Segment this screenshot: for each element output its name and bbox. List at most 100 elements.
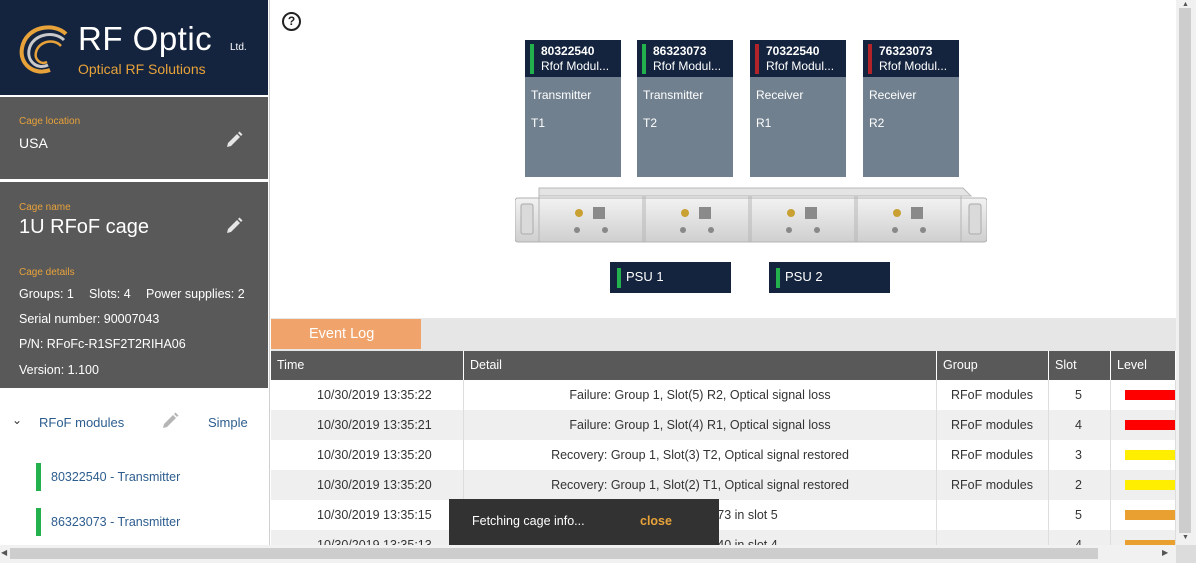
cage-name-panel: Cage name 1U RFoF cage Cage details Grou…: [0, 182, 268, 388]
slot-card-header: 70322540 Rfof Modul...: [750, 40, 846, 77]
slot-card-r2[interactable]: 76323073 Rfof Modul... Receiver R2: [863, 40, 959, 177]
cell-detail: Failure: Group 1, Slot(5) R2, Optical si…: [464, 380, 937, 410]
cage-power-supplies: Power supplies: 2: [146, 287, 245, 301]
slot-serial: 76323073: [879, 44, 933, 58]
logo-swirl-icon: [19, 25, 68, 74]
cell-time: 10/30/2019 13:35:13: [271, 530, 464, 545]
chevron-down-icon[interactable]: ⌄: [12, 413, 23, 427]
column-header-level[interactable]: Level: [1111, 351, 1176, 380]
column-header-time[interactable]: Time: [271, 351, 464, 380]
vertical-scroll-thumb[interactable]: [1179, 8, 1191, 533]
slot-card-t2[interactable]: 86323073 Rfof Modul... Transmitter T2: [637, 40, 733, 177]
brand-title: RF Optic: [78, 20, 213, 57]
column-header-label: Level: [1117, 358, 1147, 372]
level-bar: [1125, 540, 1175, 545]
cage-location-panel: Cage location USA: [0, 97, 268, 179]
horizontal-scrollbar[interactable]: ◀ ▶: [0, 545, 1176, 563]
edit-modules-pencil-icon[interactable]: [160, 411, 180, 436]
psu-label: PSU 2: [785, 269, 823, 284]
slot-code: T1: [531, 116, 546, 130]
cage-details-label: Cage details: [19, 267, 75, 278]
slot-code: R1: [756, 116, 772, 130]
cage-chassis-image: [515, 187, 987, 243]
cell-slot: 5: [1049, 380, 1111, 410]
cage-location-value: USA: [19, 135, 48, 151]
scroll-left-arrow-icon[interactable]: ◀: [1, 548, 8, 557]
table-row[interactable]: 10/30/2019 13:35:20 Recovery: Group 1, S…: [271, 440, 1176, 470]
cell-slot: 4: [1049, 530, 1111, 545]
scroll-up-arrow-icon[interactable]: ▲: [1182, 1, 1189, 8]
cage-serial-number: Serial number: 90007043: [19, 312, 160, 326]
cell-slot: 3: [1049, 440, 1111, 470]
cell-slot: 2: [1049, 470, 1111, 500]
column-header-slot[interactable]: Slot: [1049, 351, 1111, 380]
slot-code: R2: [869, 116, 885, 130]
psu-1[interactable]: PSU 1: [610, 262, 731, 293]
table-row[interactable]: 10/30/2019 13:35:22 Failure: Group 1, Sl…: [271, 380, 1176, 410]
cell-group: RFoF modules: [937, 380, 1049, 410]
psu-status-indicator: [617, 268, 621, 288]
psu-label: PSU 1: [626, 269, 664, 284]
snackbar-message: Fetching cage info...: [472, 514, 585, 528]
cell-time: 10/30/2019 13:35:22: [271, 380, 464, 410]
cell-level: [1111, 470, 1176, 500]
cell-level: [1111, 410, 1176, 440]
column-header-group[interactable]: Group: [937, 351, 1049, 380]
column-header-label: Time: [277, 358, 305, 372]
slot-model: Rfof Modul...: [879, 59, 948, 73]
cell-time: 10/30/2019 13:35:21: [271, 410, 464, 440]
scroll-down-arrow-icon[interactable]: ▼: [1182, 534, 1189, 541]
edit-location-pencil-icon[interactable]: [224, 130, 244, 150]
module-list-item[interactable]: 86323073 - Transmitter: [0, 506, 268, 536]
modules-tree-label[interactable]: RFoF modules: [39, 415, 125, 430]
main-panel: ? 80322540 Rfof Modul... Transmitter T1 …: [271, 0, 1176, 545]
table-row[interactable]: 10/30/2019 13:35:15 A-11 S/N 76323073 in…: [271, 500, 1176, 530]
module-status-bar: [36, 463, 41, 491]
slot-role: Receiver: [756, 88, 804, 102]
slot-serial: 86323073: [653, 44, 707, 58]
column-header-label: Detail: [470, 358, 502, 372]
module-list-label: 86323073 - Transmitter: [51, 515, 181, 529]
psu-2[interactable]: PSU 2: [769, 262, 890, 293]
slot-code: T2: [643, 116, 658, 130]
column-header-label: Group: [943, 358, 978, 372]
slot-status-indicator: [642, 44, 646, 74]
tab-event-log[interactable]: Event Log: [271, 319, 421, 349]
module-list-item[interactable]: 80322540 - Transmitter: [0, 461, 268, 491]
cage-groups: Groups: 1: [19, 287, 74, 301]
help-icon[interactable]: ?: [282, 12, 301, 31]
column-header-detail[interactable]: Detail: [464, 351, 937, 380]
cell-time: 10/30/2019 13:35:20: [271, 470, 464, 500]
edit-name-pencil-icon[interactable]: [224, 216, 244, 236]
cell-group: RFoF modules: [937, 470, 1049, 500]
simple-view-link[interactable]: Simple: [208, 415, 248, 430]
snackbar-close-button[interactable]: close: [640, 514, 672, 528]
cell-slot: 4: [1049, 410, 1111, 440]
vertical-scrollbar[interactable]: ▲ ▼: [1176, 0, 1196, 545]
cell-group: RFoF modules: [937, 410, 1049, 440]
horizontal-scroll-thumb[interactable]: [10, 548, 1098, 559]
slot-status-indicator: [868, 44, 872, 74]
cell-group: [937, 500, 1049, 530]
cell-time: 10/30/2019 13:35:20: [271, 440, 464, 470]
cage-name-value: 1U RFoF cage: [19, 216, 150, 238]
slot-card-header: 80322540 Rfof Modul...: [525, 40, 621, 77]
cell-detail: Recovery: Group 1, Slot(2) T1, Optical s…: [464, 470, 937, 500]
module-list-label: 80322540 - Transmitter: [51, 470, 181, 484]
scroll-right-arrow-icon[interactable]: ▶: [1162, 548, 1169, 557]
column-header-label: Slot: [1055, 358, 1077, 372]
table-row[interactable]: 10/30/2019 13:35:21 Failure: Group 1, Sl…: [271, 410, 1176, 440]
slot-serial: 70322540: [766, 44, 820, 58]
slot-card-header: 86323073 Rfof Modul...: [637, 40, 733, 77]
slot-card-r1[interactable]: 70322540 Rfof Modul... Receiver R1: [750, 40, 846, 177]
slot-card-t1[interactable]: 80322540 Rfof Modul... Transmitter T1: [525, 40, 621, 177]
cell-level: [1111, 440, 1176, 470]
cage-version: Version: 1.100: [19, 363, 99, 377]
slot-serial: 80322540: [541, 44, 595, 58]
slot-card-header: 76323073 Rfof Modul...: [863, 40, 959, 77]
tab-event-log-label: Event Log: [309, 326, 375, 342]
table-row[interactable]: 10/30/2019 13:35:13 A-11 S/N 70322540 in…: [271, 530, 1176, 545]
logo: RF Optic Ltd. Optical RF Solutions: [0, 0, 268, 95]
table-row[interactable]: 10/30/2019 13:35:20 Recovery: Group 1, S…: [271, 470, 1176, 500]
cell-detail: Recovery: Group 1, Slot(3) T2, Optical s…: [464, 440, 937, 470]
